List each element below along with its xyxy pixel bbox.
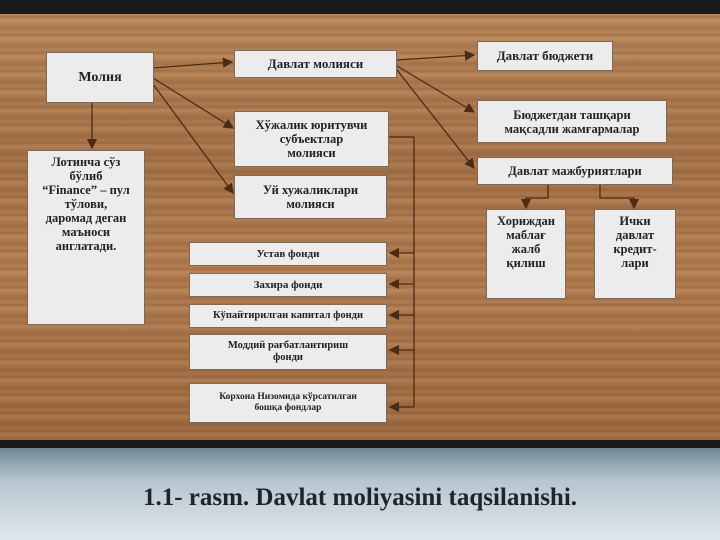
node-budjetdan-tashqari: Бюджетдан ташқари мақсадли жамғармалар — [477, 100, 667, 143]
arrow-majburiyat-to-xorijdan — [520, 185, 549, 210]
arrow-moliya-to-davlat-moliyasi — [152, 57, 234, 69]
arrow-davlat-to-budjetdan — [396, 65, 476, 113]
node-ichki-davlat-kreditlari: Ички давлат кредит- лари — [594, 209, 676, 299]
arrow-moliya-to-uy-xojalik — [152, 83, 234, 195]
node-zaxira-fondi: Захира фонди — [189, 273, 387, 297]
node-moliya-description: Лотинча сўз бўлиб “Finance” – пул тўлови… — [27, 150, 145, 325]
node-davlat-majburiyatlari: Давлат мажбуриятлари — [477, 157, 673, 185]
node-kupaytirilgan-kapital: Кўпайтирилган капитал фонди — [189, 304, 387, 328]
node-moddiy-ragbatlantirish: Моддий рағбатлантириш фонди — [189, 334, 387, 370]
node-davlat-moliyasi: Давлат молияси — [234, 50, 397, 78]
node-korxona-nizomida: Корхона Низомида кўрсатилган бошқа фондл… — [189, 383, 387, 423]
node-uy-xojaliklari: Уй хужаликлари молияси — [234, 175, 387, 219]
node-xojalik-subyektlar: Хўжалик юритувчи субъектлар молияси — [234, 111, 389, 167]
arrow-moliya-to-xojalik — [152, 77, 235, 129]
arrow-majburiyat-to-ichki — [599, 185, 640, 210]
node-ustav-fondi: Устав фонди — [189, 242, 387, 266]
caption-band — [0, 448, 720, 540]
figure-caption: 1.1- rasm. Davlat moliyasini taqsilanish… — [142, 484, 578, 511]
node-moliya: Молия — [46, 52, 154, 103]
node-xorijdan-mablag: Хориждан маблағ жалб қилиш — [486, 209, 566, 299]
arrow-davlat-to-majburiyat — [396, 69, 475, 170]
arrow-davlat-to-budjet — [396, 50, 476, 61]
node-davlat-budjeti: Давлат бюджети — [477, 41, 613, 71]
